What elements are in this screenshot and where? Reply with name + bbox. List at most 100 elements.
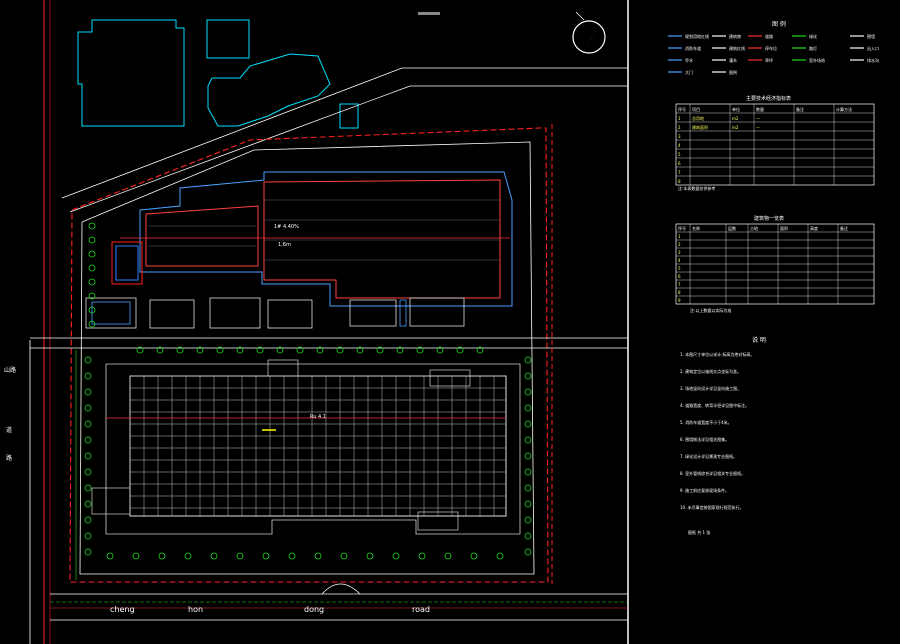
tree-icon [216,346,224,354]
tree-icon [210,552,218,560]
legend-label: 停车位 [765,45,777,51]
tree-icon [276,346,284,354]
tree-icon [524,484,532,492]
tree-icon [84,500,92,508]
table-cell: m2 [732,116,739,121]
tree-icon [84,436,92,444]
road-label-2: hon [188,605,203,614]
building-main-label: Ru 4.1 [310,414,326,420]
tree-icon [456,346,464,354]
tree-icon [184,552,192,560]
landscape-trees [84,222,532,560]
table2-title: 建筑物一览表 [754,215,784,222]
table-cell: 4 [678,258,681,263]
tree-icon [396,346,404,354]
table-cell: 建筑面积 [692,124,708,130]
tree-icon [524,548,532,556]
tree-icon [470,552,478,560]
table2: 序号名称层数占地面积高度备注123456789 [675,223,875,305]
table-header-cell: 序号 [678,225,686,231]
tree-icon [436,346,444,354]
tree-icon [106,552,114,560]
tree-icon [524,372,532,380]
building-upper-grid [148,199,500,261]
legend-label: 灌木 [729,57,737,63]
notes-footer: 图纸 共 1 张 [688,529,710,535]
note-line: 9. 施工前应复核现场条件。 [680,487,729,493]
tree-icon [524,500,532,508]
tree-icon [84,516,92,524]
table-border [675,103,875,186]
tree-icon [84,372,92,380]
tree-icon [524,356,532,364]
tree-icon [84,532,92,540]
tree-icon [88,264,96,272]
tree-icon [340,552,348,560]
table-header-cell: 备注 [796,106,804,112]
table-cell: 8 [678,290,681,295]
tree-icon [314,552,322,560]
tree-icon [84,548,92,556]
table-cell: 2 [678,242,681,247]
notes-title: 说 明 [752,336,766,344]
legend-label: 排水沟 [867,57,879,63]
table-cell: — [756,125,760,130]
site-inner-boundary [79,141,535,575]
legend-label: 消防车道 [685,45,701,51]
table2-note: 注:以上数据以实际为准 [690,307,731,313]
tree-icon [296,346,304,354]
tree-icon [88,278,96,286]
table-header-cell: 序号 [678,106,686,112]
legend-label: 出入口 [867,45,879,51]
table-header-cell: 层数 [728,225,736,231]
tree-icon [524,420,532,428]
legend-label: 乔木 [685,57,693,63]
tree-icon [84,420,92,428]
tree-icon [336,346,344,354]
tree-icon [524,436,532,444]
tree-icon [262,552,270,560]
table-cell: 3 [678,134,681,139]
table-cell: 7 [678,170,681,175]
tree-icon [176,346,184,354]
tree-icon [316,346,324,354]
table-cell: — [756,116,760,121]
table-cell: 7 [678,282,681,287]
tree-icon [524,452,532,460]
tree-icon [444,552,452,560]
legend-label: 围墙 [867,33,875,39]
tree-icon [256,346,264,354]
tree-icon [476,346,484,354]
internal-road [30,337,628,349]
tree-icon [84,452,92,460]
table-cell: 9 [678,298,681,303]
table-header-cell: 数量 [756,106,764,112]
note-line: 8. 室外管线综合详见相关专业图纸。 [680,470,745,476]
neighbor-buildings [77,19,359,129]
tree-icon [524,468,532,476]
tree-icon [524,516,532,524]
table-header-cell: 面积 [780,225,788,231]
tree-icon [236,346,244,354]
tree-icon [196,346,204,354]
building-main-grid [129,375,506,516]
table-cell: 6 [678,161,681,166]
entrance-arc [321,583,361,595]
tree-icon [376,346,384,354]
tree-icon [366,552,374,560]
building-main-outer [105,363,521,535]
header-tag [418,12,440,15]
legend-label: 路灯 [809,45,817,51]
tree-icon [236,552,244,560]
tree-icon [88,306,96,314]
legend-label: 大门 [685,69,693,75]
table-cell: 5 [678,266,681,271]
tree-icon [524,532,532,540]
legend-label: 规划用地红线 [685,33,709,39]
table-header-cell: 单位 [732,106,740,112]
legend-label: 绿化 [809,33,817,39]
upper-road [61,67,628,213]
table-cell: 8 [678,179,681,184]
